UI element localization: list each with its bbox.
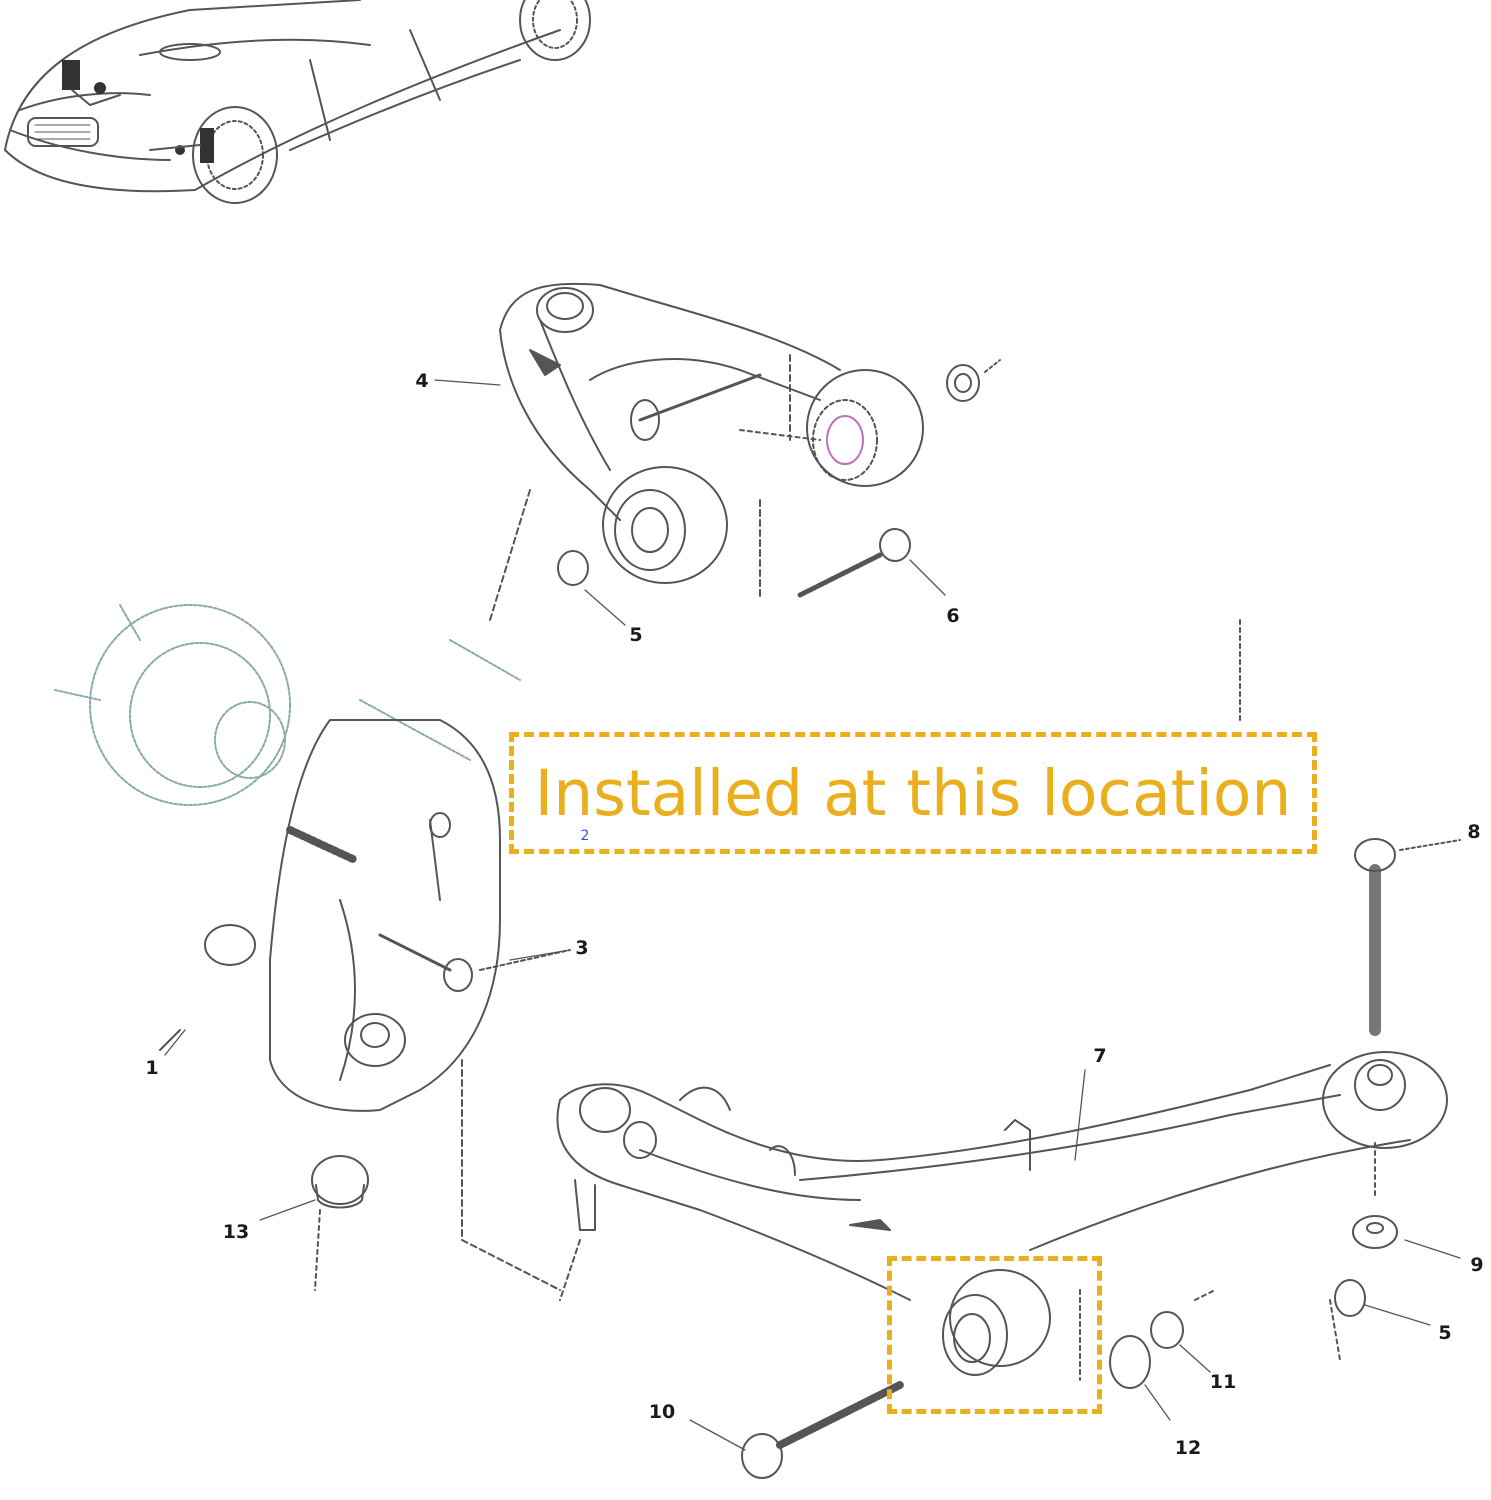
callout-7: 7 bbox=[1093, 1045, 1107, 1067]
callout-5-upper: 5 bbox=[629, 624, 643, 646]
leader-lines bbox=[164, 379, 1461, 1451]
callout-6: 6 bbox=[946, 605, 960, 627]
callout-13: 13 bbox=[222, 1221, 250, 1243]
callout-12: 12 bbox=[1174, 1437, 1202, 1459]
callout-11: 11 bbox=[1209, 1371, 1237, 1393]
annotation-box: Installed at this location bbox=[509, 732, 1317, 854]
annotation-text: Installed at this location bbox=[534, 756, 1292, 830]
car-illustration bbox=[4, 0, 591, 204]
callout-1: 1 bbox=[145, 1057, 159, 1079]
callout-10: 10 bbox=[648, 1401, 676, 1423]
bushing-highlight-box bbox=[887, 1256, 1102, 1414]
lower-control-arm bbox=[311, 619, 1461, 1479]
callout-4: 4 bbox=[415, 370, 429, 392]
upper-control-arm bbox=[489, 282, 1001, 621]
callout-2: 2 bbox=[580, 828, 590, 844]
knuckle-assembly bbox=[54, 604, 521, 806]
callout-3: 3 bbox=[575, 937, 589, 959]
callout-8: 8 bbox=[1467, 821, 1481, 843]
callout-9: 9 bbox=[1470, 1254, 1484, 1276]
knuckle-body bbox=[159, 719, 571, 1112]
callout-5-right: 5 bbox=[1438, 1322, 1452, 1344]
